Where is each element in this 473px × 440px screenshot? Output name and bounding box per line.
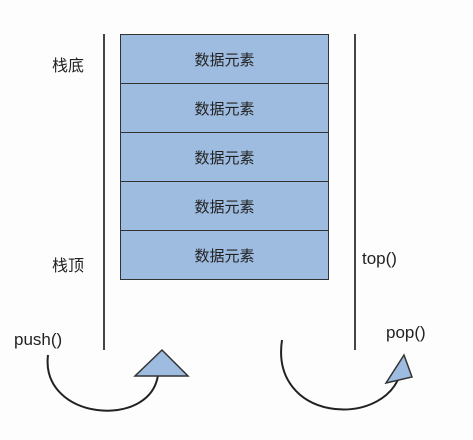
- stack-bottom-label: 栈底: [52, 56, 85, 75]
- top-function-label: top(): [362, 249, 397, 268]
- stack-cells: 数据元素 数据元素 数据元素 数据元素 数据元素: [120, 34, 329, 280]
- stack-cell: 数据元素: [120, 83, 329, 132]
- stack-left-wall: [103, 34, 105, 350]
- stack-cell: 数据元素: [120, 230, 329, 280]
- push-arrow-curve: [46, 354, 159, 412]
- pop-arrow-head-icon: [384, 353, 413, 385]
- pop-function-label: pop(): [386, 323, 426, 342]
- stack-cell: 数据元素: [120, 181, 329, 230]
- stack-top-label: 栈顶: [52, 256, 85, 275]
- pop-arrow-curve: [280, 339, 401, 411]
- push-arrow-head-icon: [133, 348, 190, 377]
- stack-cell: 数据元素: [120, 34, 329, 83]
- push-function-label: push(): [14, 330, 63, 349]
- stack-right-wall: [354, 34, 356, 350]
- stack-cell: 数据元素: [120, 132, 329, 181]
